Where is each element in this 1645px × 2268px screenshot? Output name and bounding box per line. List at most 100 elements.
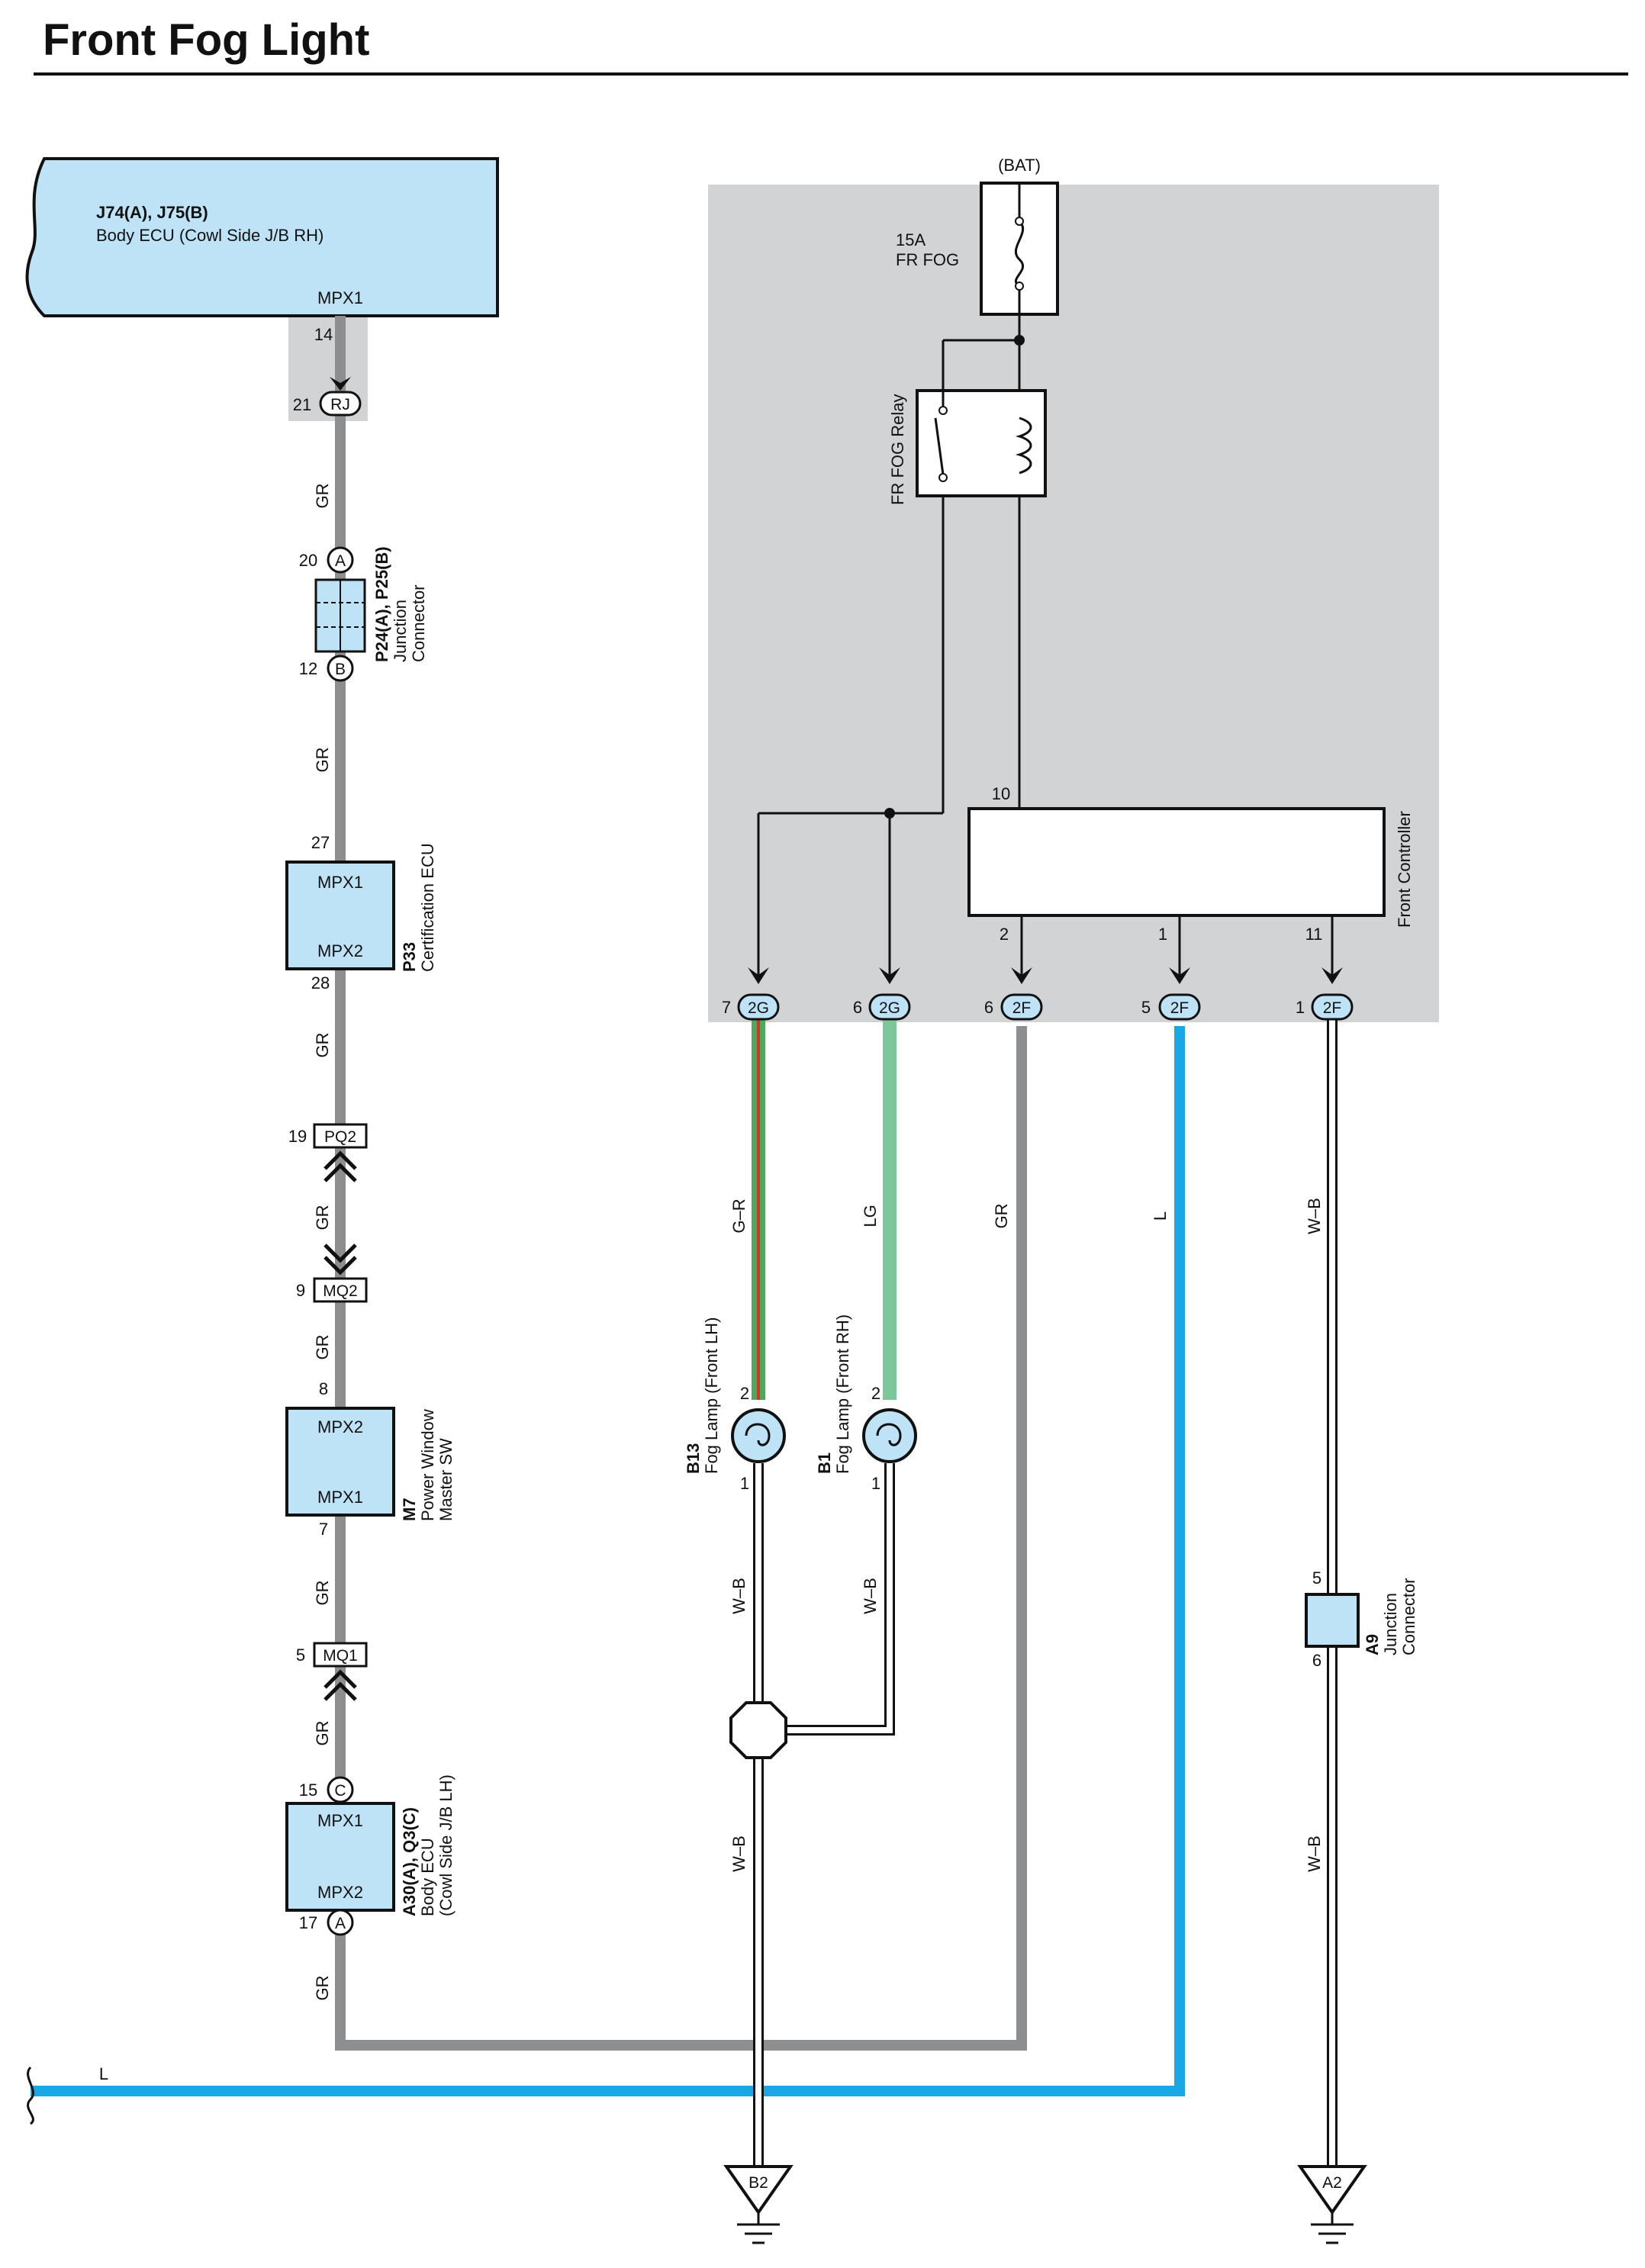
arrow-rj bbox=[330, 377, 351, 391]
wire-label-lg: LG bbox=[861, 1205, 880, 1227]
wire-label-gr-7: GR bbox=[313, 1721, 332, 1746]
chevron-up-mq1 bbox=[324, 1669, 357, 1701]
fc-pin-1: 1 bbox=[1158, 925, 1167, 944]
w-b-wire-lamps bbox=[753, 1463, 895, 2167]
m7-pin-top: 8 bbox=[319, 1379, 328, 1398]
svg-text:2F: 2F bbox=[1170, 999, 1189, 1017]
a9-line3: Connector bbox=[1399, 1578, 1418, 1655]
p33-pin-bottom: 28 bbox=[311, 973, 330, 992]
p33-term-bottom: MPX2 bbox=[317, 941, 363, 960]
m7-line2: Power Window bbox=[418, 1409, 437, 1521]
wire-break-mark bbox=[27, 2066, 34, 2125]
fc-pin-2: 2 bbox=[1000, 925, 1009, 944]
a30-pin-c-letter: C bbox=[334, 1782, 346, 1800]
relay-name: FR FOG Relay bbox=[888, 394, 907, 505]
connector-rj-code: RJ bbox=[330, 396, 350, 413]
p33-code: P33 bbox=[400, 942, 419, 972]
a9-pin-top: 5 bbox=[1312, 1568, 1321, 1588]
bat-label: (BAT) bbox=[998, 156, 1041, 175]
p24-line3: Connector bbox=[409, 584, 428, 662]
b1-code: B1 bbox=[815, 1452, 834, 1474]
b1-pin-top: 2 bbox=[871, 1384, 880, 1403]
svg-text:2F: 2F bbox=[1012, 999, 1032, 1017]
p33-name: Certification ECU bbox=[418, 843, 437, 972]
arrow-c2 bbox=[879, 967, 900, 984]
a9-pin-bottom: 6 bbox=[1312, 1651, 1321, 1670]
connector-2f-6: 2F 6 bbox=[984, 993, 1043, 1021]
connector-rj-pin: 21 bbox=[293, 395, 311, 414]
wire-label-w-b-1: W–B bbox=[729, 1578, 748, 1614]
wire-label-gr-2: GR bbox=[313, 748, 332, 773]
body-ecu-rh-code: J74(A), J75(B) bbox=[96, 203, 208, 222]
connector-2g-7: 2G 7 bbox=[722, 993, 780, 1021]
wire-label-l-vertical: L bbox=[1151, 1211, 1170, 1221]
p33-box bbox=[285, 861, 395, 970]
wire-label-w-b-2: W–B bbox=[861, 1578, 880, 1614]
m7-term-bottom: MPX1 bbox=[317, 1488, 363, 1507]
chevron-up-pq2 bbox=[324, 1150, 357, 1182]
relay-box bbox=[916, 389, 1047, 497]
connector-mq1-code: MQ1 bbox=[323, 1647, 358, 1665]
l-wire bbox=[31, 1026, 1185, 2096]
connector-mq2-box bbox=[313, 1277, 368, 1303]
b1-name: Fog Lamp (Front RH) bbox=[833, 1314, 852, 1474]
m7-pin-bottom: 7 bbox=[319, 1520, 328, 1539]
p24-pin-b bbox=[327, 655, 354, 682]
wire-label-gr-right: GR bbox=[992, 1204, 1011, 1229]
a30-term-bottom: MPX2 bbox=[317, 1883, 363, 1902]
svg-text:6: 6 bbox=[853, 998, 862, 1017]
wire-label-gr-3: GR bbox=[313, 1033, 332, 1058]
ground-a2-code: A2 bbox=[1322, 2174, 1342, 2192]
body-ecu-rh-name: Body ECU (Cowl Side J/B RH) bbox=[96, 226, 324, 245]
p33-pin-top: 27 bbox=[311, 833, 330, 852]
arrow-c5 bbox=[1321, 967, 1343, 984]
connector-pq2-code: PQ2 bbox=[324, 1128, 356, 1146]
relay-wiring bbox=[757, 314, 1334, 976]
a30-line3: (Cowl Side J/B LH) bbox=[436, 1774, 456, 1916]
body-ecu-rh-terminal: MPX1 bbox=[317, 288, 363, 307]
fuse-rating: 15A bbox=[896, 230, 926, 249]
fuse-name: FR FOG bbox=[896, 250, 959, 269]
wire-label-gr-4: GR bbox=[313, 1205, 332, 1231]
b13-pin-top: 2 bbox=[740, 1384, 749, 1403]
svg-text:2G: 2G bbox=[748, 999, 769, 1017]
junction-dot-relay bbox=[884, 808, 895, 819]
svg-text:5: 5 bbox=[1141, 998, 1151, 1017]
ground-a2: A2 bbox=[1297, 2165, 1367, 2244]
fc-pin-11: 11 bbox=[1305, 925, 1323, 944]
wire-label-w-b-right-1: W–B bbox=[1305, 1198, 1324, 1234]
junction-dot-fuse bbox=[1014, 335, 1025, 346]
relay-coil-icon bbox=[1015, 417, 1032, 475]
p24-pin-bottom: 12 bbox=[299, 659, 317, 678]
wire-label-gr-8: GR bbox=[313, 1976, 332, 2001]
a9-box bbox=[1305, 1593, 1360, 1648]
m7-box bbox=[285, 1407, 395, 1517]
fuse-icon bbox=[1014, 220, 1025, 288]
arrow-c4 bbox=[1169, 967, 1190, 984]
ground-b2: B2 bbox=[723, 2165, 794, 2244]
p33-term-top: MPX1 bbox=[317, 873, 363, 892]
ground-b2-code: B2 bbox=[748, 2174, 768, 2192]
connector-mq1-box bbox=[313, 1642, 368, 1668]
wire-label-g-r: G–R bbox=[729, 1198, 748, 1233]
connector-2f-5: 2F 5 bbox=[1141, 993, 1201, 1021]
connector-2f-1: 2F 1 bbox=[1296, 993, 1354, 1021]
p24-pin-b-letter: B bbox=[335, 661, 346, 678]
svg-text:2G: 2G bbox=[879, 999, 900, 1017]
a30-pin-top: 15 bbox=[299, 1781, 317, 1800]
a9-line2: Junction bbox=[1381, 1593, 1400, 1655]
connector-pq2-box bbox=[313, 1123, 368, 1149]
b13-code: B13 bbox=[684, 1443, 703, 1474]
svg-text:1: 1 bbox=[1296, 998, 1305, 1017]
a30-term-top: MPX1 bbox=[317, 1811, 363, 1830]
body-ecu-rh-box bbox=[25, 157, 499, 317]
connector-mq1-pin: 5 bbox=[296, 1646, 305, 1665]
b1-pin-bottom: 1 bbox=[871, 1474, 880, 1493]
svg-text:6: 6 bbox=[984, 998, 993, 1017]
connector-mq2-code: MQ2 bbox=[323, 1282, 358, 1300]
a30-code: A30(A), Q3(C) bbox=[400, 1807, 419, 1916]
wire-label-w-b-right-2: W–B bbox=[1305, 1835, 1324, 1872]
a30-box bbox=[285, 1802, 395, 1912]
b13-pin-bottom: 1 bbox=[740, 1474, 749, 1493]
